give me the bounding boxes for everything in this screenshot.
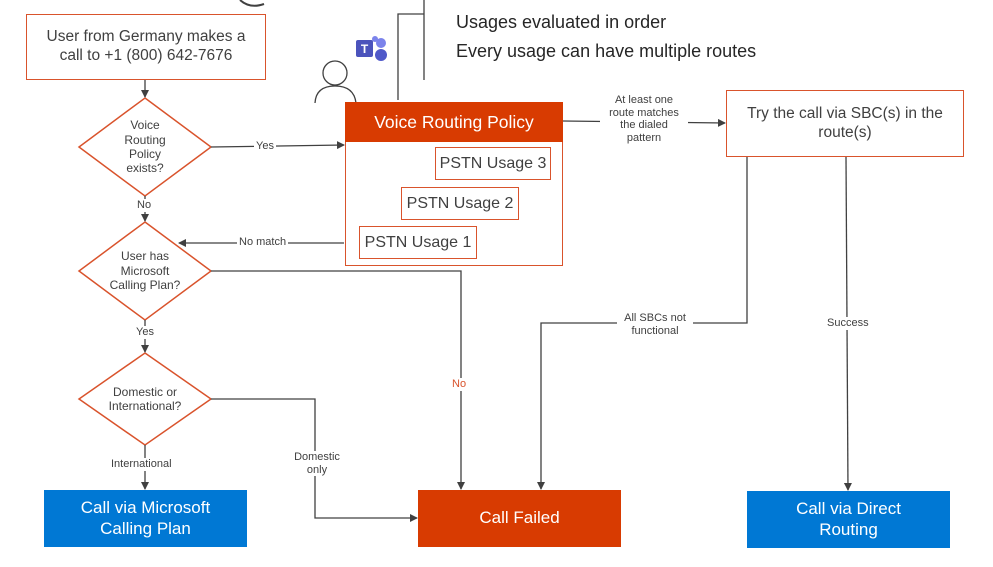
note-usages-order: Usages evaluated in order [456, 12, 667, 32]
notes-bracket [397, 0, 425, 100]
call-via-calling-plan-box: Call via Microsoft Calling Plan [44, 490, 247, 547]
label-no-match: No match [237, 236, 289, 249]
try-sbc-text: Try the call via SBC(s) in the route(s) [747, 104, 943, 141]
pstn-usage-2: PSTN Usage 2 [401, 187, 519, 220]
svg-text:T: T [361, 42, 369, 56]
call-via-calling-plan-text: Call via Microsoft Calling Plan [80, 498, 211, 538]
label-yes-calling-plan: Yes [134, 326, 156, 339]
call-via-direct-routing-box: Call via Direct Routing [747, 491, 950, 548]
start-text: User from Germany makes a call to +1 (80… [46, 28, 246, 64]
label-no-policy: No [135, 199, 154, 212]
pstn-usage-3-label: PSTN Usage 3 [439, 154, 547, 172]
policy-exists-text: Voice Routing Policy exists? [124, 118, 166, 176]
label-route-matches: At least one route matches the dialed pa… [600, 94, 688, 145]
label-no-calling-plan: No [450, 378, 469, 391]
pstn-usage-3: PSTN Usage 3 [435, 147, 551, 180]
try-sbc-box: Try the call via SBC(s) in the route(s) [726, 90, 964, 157]
call-via-direct-routing-text: Call via Direct Routing [796, 499, 901, 539]
user-icon [314, 60, 357, 104]
pstn-usage-1-label: PSTN Usage 1 [364, 233, 472, 251]
note-multiple-routes: Every usage can have multiple routes [456, 41, 757, 61]
pstn-usage-2-label: PSTN Usage 2 [406, 194, 514, 212]
has-calling-plan-text: User has Microsoft Calling Plan? [109, 249, 181, 293]
edge-no-calling-plan-to-failed [211, 270, 465, 490]
voice-routing-policy-title: Voice Routing Policy [374, 111, 534, 132]
label-all-sbcs-not-functional: All SBCs not functional [617, 312, 693, 338]
voice-routing-policy-header: Voice Routing Policy [345, 102, 563, 142]
edge-yes-to-policy [210, 141, 345, 150]
call-failed-box: Call Failed [418, 490, 621, 547]
title-fragment [239, 0, 265, 7]
teams-logo: T [356, 36, 387, 61]
pstn-usage-1: PSTN Usage 1 [359, 226, 477, 259]
start-box: User from Germany makes a call to +1 (80… [26, 14, 266, 80]
label-international: International [109, 458, 174, 471]
label-domestic-only: Domestic only [287, 451, 347, 477]
domestic-or-international-text: Domestic or International? [108, 384, 182, 413]
label-success: Success [825, 317, 871, 330]
label-yes-policy: Yes [254, 140, 276, 153]
call-failed-text: Call Failed [479, 508, 560, 528]
